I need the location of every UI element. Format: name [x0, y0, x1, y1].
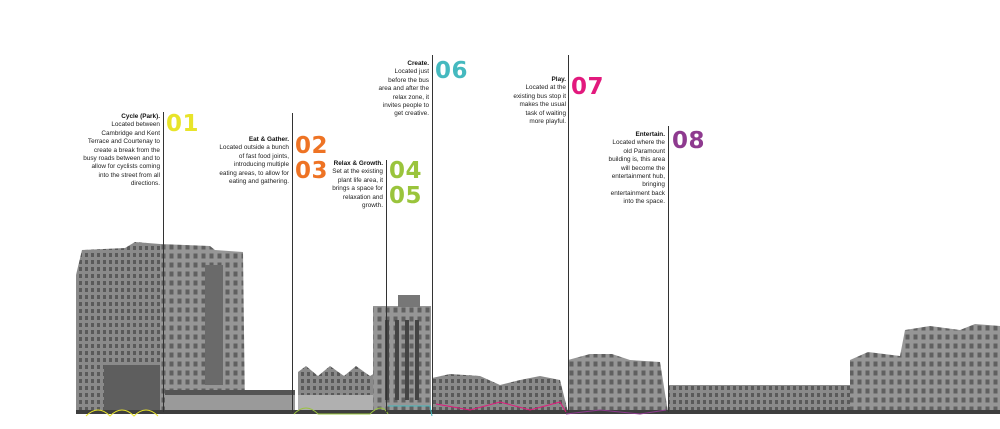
- zone-number-08: 08: [672, 128, 706, 154]
- zone-04-outline: [293, 407, 389, 415]
- callout-desc: Located where the old Paramount building…: [608, 139, 665, 206]
- building-eat-gather: [298, 366, 384, 412]
- leader-line-07: [568, 55, 569, 412]
- zone-number-04: 04: [389, 158, 423, 184]
- zone-number-05: 05: [389, 183, 423, 209]
- callout-title: Entertain.: [635, 131, 665, 138]
- callout-entertain: Entertain. Located where the old Paramou…: [603, 131, 665, 207]
- leader-line-08: [668, 126, 669, 412]
- callout-cycle: Cycle (Park). Located between Cambridge …: [80, 113, 160, 189]
- callout-title: Cycle (Park).: [121, 113, 160, 120]
- callout-title: Play.: [551, 76, 566, 83]
- callout-title: Eat & Gather.: [248, 136, 289, 143]
- callout-play: Play. Located at the existing bus stop i…: [510, 76, 566, 126]
- zone-number-07: 07: [571, 74, 605, 100]
- leader-line-02: [292, 113, 293, 412]
- zone-number-01: 01: [166, 111, 200, 137]
- zone-07-outline: [565, 409, 667, 415]
- building-tower: [373, 295, 431, 412]
- zone-number-03: 03: [295, 158, 329, 184]
- callout-eat-gather: Eat & Gather. Located outside a bunch of…: [219, 136, 289, 186]
- callout-desc: Set at the existing plant life area, it …: [332, 168, 383, 210]
- zone-number-02: 02: [295, 133, 329, 159]
- callout-title: Relax & Growth.: [333, 160, 383, 167]
- leader-line-01: [163, 112, 164, 412]
- building-create: [432, 374, 568, 412]
- callout-desc: Located between Cambridge and Kent Terra…: [83, 121, 160, 188]
- building-left-tall: [76, 242, 295, 412]
- zone-05-outline: [388, 405, 433, 417]
- callout-title: Create.: [407, 60, 429, 67]
- callout-create: Create. Located just before the bus area…: [376, 60, 429, 119]
- callout-desc: Located just before the bus area and aft…: [378, 68, 429, 118]
- building-entertain: [668, 324, 1000, 412]
- callout-desc: Located at the existing bus stop it make…: [513, 84, 566, 126]
- street-ground: [76, 410, 1000, 414]
- zone-06-outline: [435, 401, 567, 413]
- zone-number-06: 06: [435, 58, 469, 84]
- leader-line-04: [386, 160, 387, 412]
- zone-01-outline: [85, 409, 159, 417]
- leader-line-06: [432, 55, 433, 412]
- callout-desc: Located outside a bunch of fast food joi…: [219, 144, 289, 186]
- callout-relax-growth: Relax & Growth. Set at the existing plan…: [330, 160, 383, 210]
- building-play: [568, 354, 668, 412]
